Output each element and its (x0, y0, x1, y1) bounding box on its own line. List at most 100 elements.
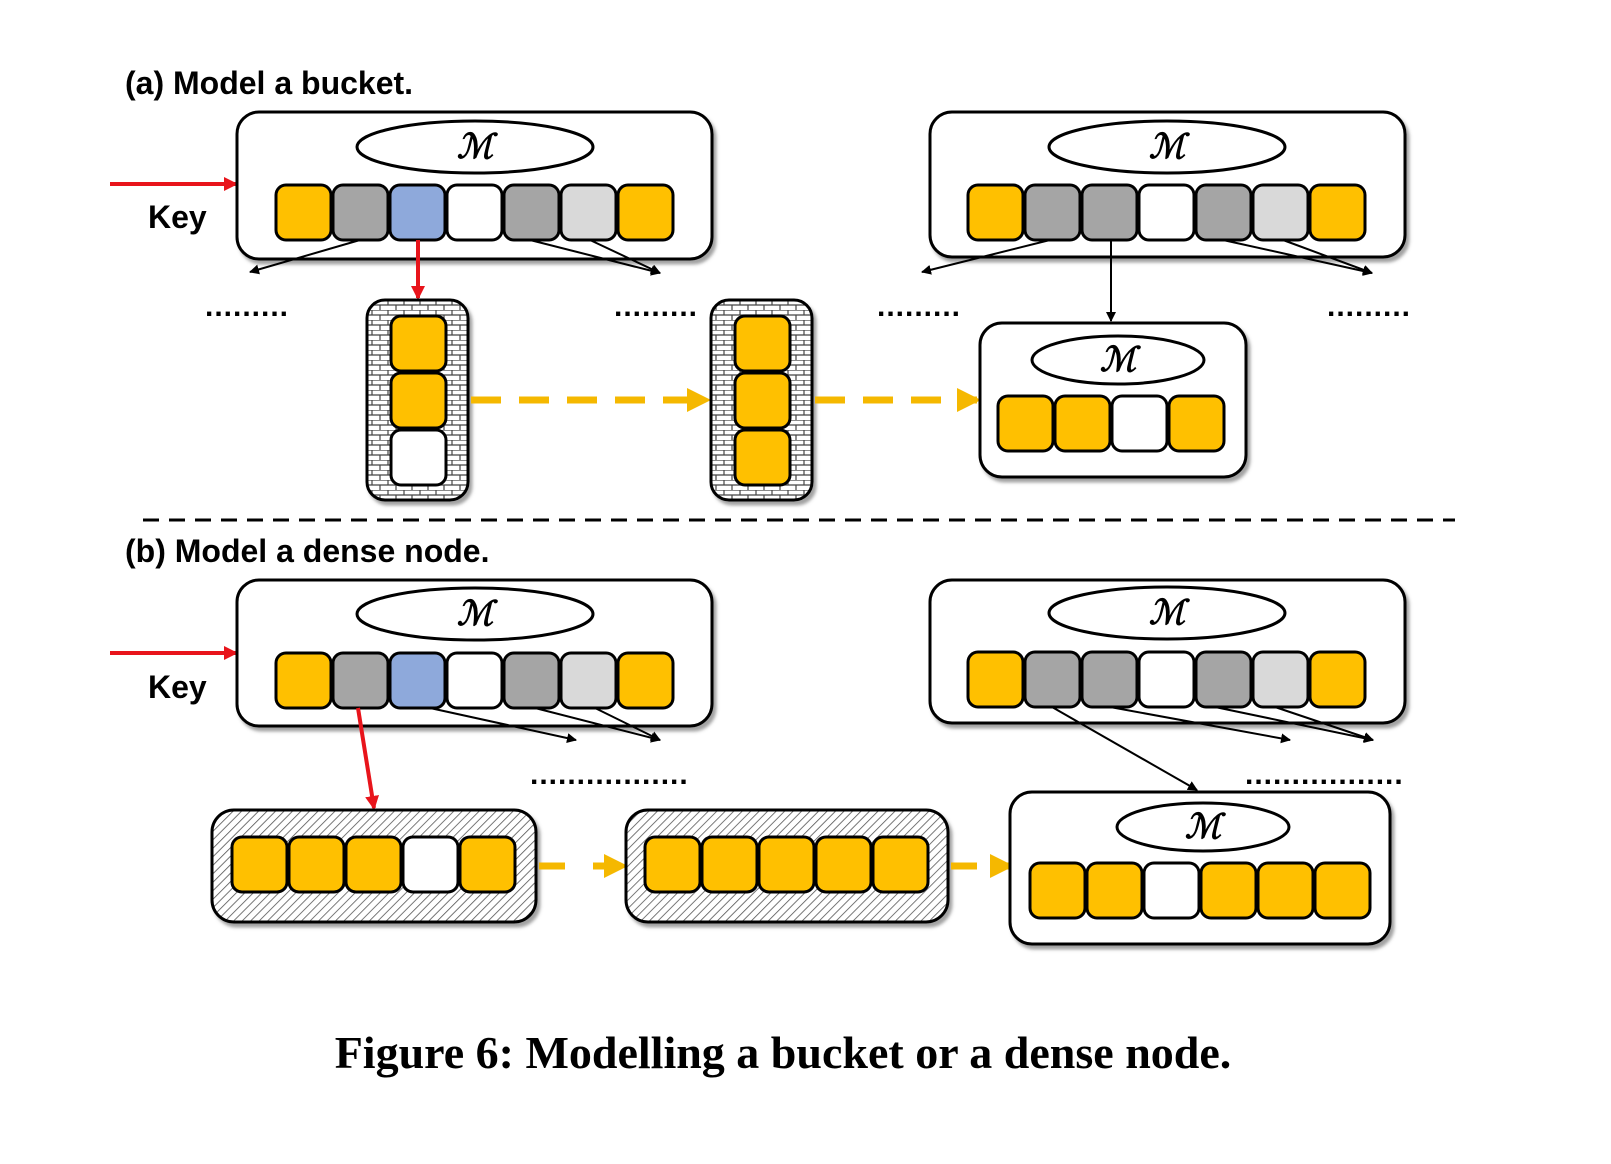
child-arrow (589, 239, 661, 274)
slot-light-gray (559, 183, 618, 242)
slot-light-gray (1251, 183, 1310, 242)
slot-gray (1194, 183, 1253, 242)
slot-array (274, 183, 675, 242)
slot-yellow (274, 183, 333, 242)
slot-blue (388, 651, 447, 710)
child-arrow (429, 707, 577, 743)
slot-yellow (274, 651, 333, 710)
key-label-a: Key (148, 199, 207, 235)
slot-yellow (700, 835, 759, 894)
key-label-b: Key (148, 669, 207, 705)
slot-yellow (1085, 861, 1144, 920)
slot-gray (1023, 650, 1082, 709)
ellipsis: ................. (1245, 758, 1404, 791)
slot-gray (331, 651, 390, 710)
model-ellipse (1030, 334, 1206, 386)
slot-gray (1023, 183, 1082, 242)
slot-white (445, 651, 504, 710)
slot-yellow (1028, 861, 1087, 920)
slot-white (401, 835, 460, 894)
slot-gray (1080, 650, 1139, 709)
dense-node-2 (624, 808, 950, 924)
slot-array (966, 650, 1367, 709)
child-arrow (921, 239, 1051, 275)
bucket-1 (365, 298, 470, 502)
model-symbol: ℳ (457, 594, 499, 634)
child-arrow (249, 239, 361, 275)
slot-yellow (733, 314, 792, 373)
model-ellipse (1047, 119, 1287, 175)
slot-white (445, 183, 504, 242)
child-arrow (1051, 706, 1198, 791)
model-ellipse (1115, 801, 1291, 853)
slot-white (1137, 650, 1196, 709)
slot-yellow (1313, 861, 1372, 920)
model-symbol: ℳ (1149, 593, 1191, 633)
slot-gray (331, 183, 390, 242)
model-node-b1: ℳ (235, 578, 714, 728)
slot-white (389, 428, 448, 487)
child-arrow (594, 707, 661, 741)
slot-yellow (733, 371, 792, 430)
model-ellipse (355, 119, 595, 175)
model-node-b2: ℳ (928, 578, 1407, 725)
slot-yellow (458, 835, 517, 894)
model-symbol: ℳ (457, 127, 499, 167)
ellipsis: ......... (205, 290, 289, 323)
ellipsis: ................. (530, 758, 689, 791)
key-path-arrow (356, 707, 380, 810)
slot-gray (502, 651, 561, 710)
slot-yellow (814, 835, 873, 894)
child-arrow (1282, 239, 1373, 275)
slot-yellow (733, 428, 792, 487)
model-ellipse (355, 586, 595, 642)
slot-yellow (757, 835, 816, 894)
slot-yellow (616, 183, 675, 242)
model-node-b3: ℳ (1008, 790, 1392, 946)
slot-yellow (616, 651, 675, 710)
model-node-a2: ℳ (928, 110, 1407, 259)
slot-yellow (1308, 183, 1367, 242)
slot-array (274, 651, 675, 710)
model-node-a1: ℳ (235, 110, 714, 261)
slot-yellow (389, 371, 448, 430)
ellipsis: ......... (877, 290, 961, 323)
slot-yellow (1053, 394, 1112, 453)
model-ellipse (1047, 585, 1287, 641)
child-arrow (1214, 706, 1374, 744)
slot-array (966, 183, 1367, 242)
model-symbol: ℳ (1100, 340, 1142, 380)
bucket-2 (709, 298, 814, 502)
slot-light-gray (1251, 650, 1310, 709)
slot-yellow (1199, 861, 1258, 920)
slot-white (1110, 394, 1169, 453)
slot-yellow (344, 835, 403, 894)
model-symbol: ℳ (1185, 807, 1227, 847)
slot-yellow (1256, 861, 1315, 920)
slot-light-gray (559, 651, 618, 710)
ellipsis: ......... (1327, 290, 1411, 323)
slot-blue (388, 183, 447, 242)
child-arrow (1109, 706, 1291, 744)
slot-array (1028, 861, 1372, 920)
slot-gray (1194, 650, 1253, 709)
slot-white (1142, 861, 1201, 920)
slot-array (996, 394, 1226, 453)
slot-yellow (1308, 650, 1367, 709)
model-node-a3: ℳ (978, 321, 1248, 479)
slot-yellow (966, 183, 1025, 242)
slot-yellow (966, 650, 1025, 709)
child-arrow (529, 239, 661, 276)
ellipsis: ......... (614, 290, 698, 323)
slot-yellow (871, 835, 930, 894)
child-arrow (534, 707, 661, 743)
dense-node-1 (210, 808, 538, 924)
slot-yellow (287, 835, 346, 894)
child-arrow (1274, 706, 1374, 742)
slot-gray (502, 183, 561, 242)
slot-yellow (1167, 394, 1226, 453)
slot-yellow (230, 835, 289, 894)
child-arrow (1222, 239, 1373, 276)
slot-white (1137, 183, 1196, 242)
